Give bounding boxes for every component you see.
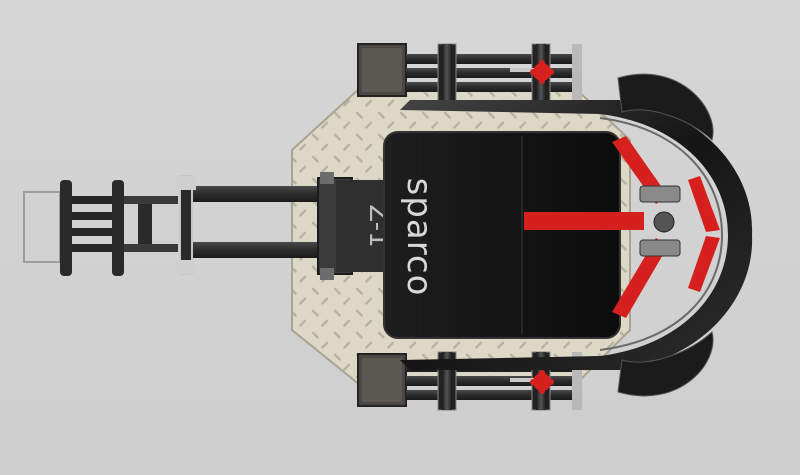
seat-wing-top bbox=[617, 73, 714, 141]
top-adjust-knob bbox=[530, 60, 554, 84]
seat-cushion bbox=[383, 131, 621, 339]
extension-arm: Z-1 bbox=[176, 172, 393, 280]
pedal-ladder bbox=[23, 180, 178, 276]
seat-wing-bottom bbox=[617, 331, 714, 397]
brand-logo-text: sparco bbox=[399, 178, 439, 297]
harness-belts bbox=[524, 136, 720, 318]
bottom-adjust-knob bbox=[530, 370, 554, 394]
seat-edge-highlight bbox=[599, 117, 724, 351]
